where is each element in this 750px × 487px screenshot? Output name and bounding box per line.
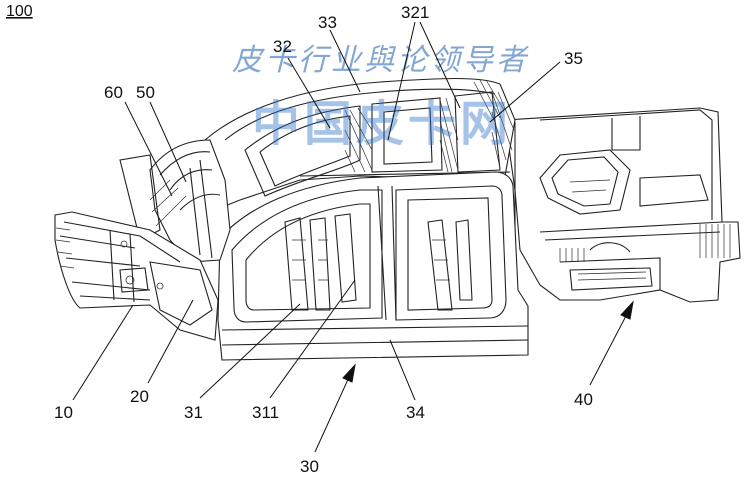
label-33: 33 (318, 13, 337, 32)
label-30: 30 (300, 457, 319, 476)
label-10: 10 (54, 403, 73, 422)
leader-lines (72, 21, 634, 453)
body-frame-drawing (54, 77, 741, 361)
label-40: 40 (574, 390, 593, 409)
label-34: 34 (406, 403, 425, 422)
label-32: 32 (273, 37, 292, 56)
label-60: 60 (104, 83, 123, 102)
side-door-frame (217, 171, 529, 361)
label-35: 35 (564, 49, 583, 68)
label-31: 31 (184, 403, 203, 422)
reference-labels: 60 50 32 33 321 35 10 20 31 311 34 30 40 (54, 3, 593, 476)
watermark-brand: 中国皮卡网 (252, 96, 512, 152)
label-321: 321 (401, 3, 429, 22)
label-311: 311 (252, 403, 279, 422)
label-20: 20 (130, 387, 149, 406)
cargo-bed (504, 107, 741, 303)
label-50: 50 (136, 83, 155, 102)
figure-number: 100 (6, 3, 33, 20)
front-frame (54, 211, 219, 341)
watermark-slogan: 皮卡行业與论领导者 (232, 43, 529, 78)
watermark: 皮卡行业與论领导者 中国皮卡网 (232, 43, 529, 152)
